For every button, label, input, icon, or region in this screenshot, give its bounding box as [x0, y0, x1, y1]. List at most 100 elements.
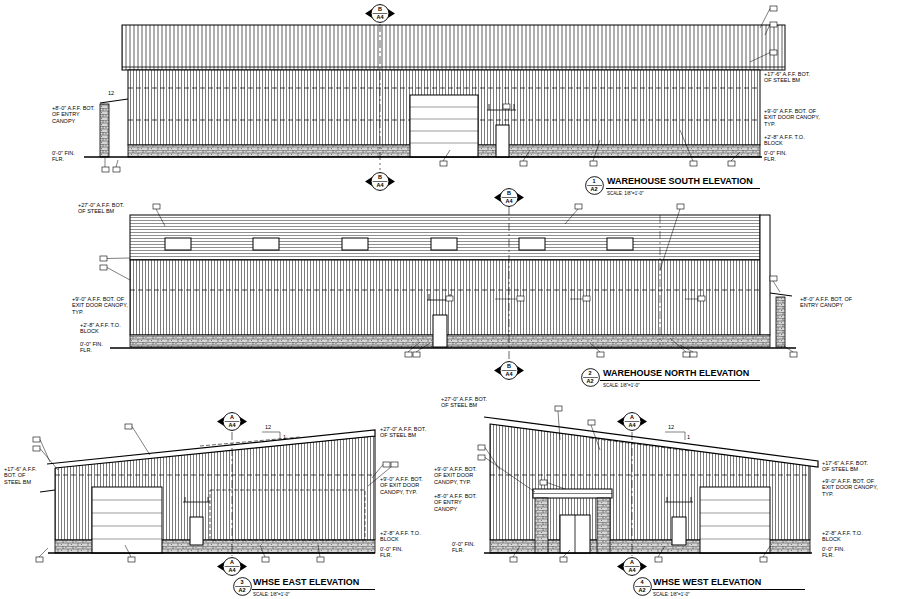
dimension-note: 0'-0" FIN. FLR.: [380, 546, 410, 559]
sheet-ref: A4: [505, 371, 512, 377]
marker-circle: [223, 557, 241, 575]
sheet-ref: A4: [505, 198, 512, 204]
section-marker: B A4: [365, 4, 395, 23]
marker-divider: [235, 586, 250, 587]
marker-id: B: [507, 190, 511, 196]
marker-circle: [500, 361, 518, 379]
marker-arrow: [494, 188, 524, 207]
marker-divider: [625, 566, 640, 567]
sheet-ref: A4: [376, 14, 383, 20]
dimension-note: +27'-0" A.F.F. BOT. OF STEEL BM: [380, 426, 426, 439]
marker-circle: [623, 412, 641, 430]
dimension-note: +9'-0" A.F.F. BOT. OF EXIT DOOR CANOPY, …: [822, 478, 878, 497]
marker-divider: [225, 566, 240, 567]
marker-circle: [233, 577, 251, 595]
detail-bubble: 1A2: [585, 176, 604, 195]
drawing-title: WAREHOUSE NORTH ELEVATION: [603, 369, 749, 379]
slope-mark: 1: [283, 434, 286, 440]
marker-id: 1: [592, 178, 595, 184]
dimension-note: +9'-0" A.F.F. BOT. OF EXIT DOOR CANOPY, …: [764, 108, 824, 127]
marker-id: B: [507, 363, 511, 369]
marker-arrow: [217, 412, 247, 431]
marker-text-stack: A A4: [628, 414, 635, 428]
sheet-ref: A2: [590, 186, 597, 192]
marker-divider: [502, 370, 517, 371]
west-elevation: [478, 406, 818, 590]
scale-note: SCALE: 1/8"=1'-0": [653, 592, 690, 597]
dimension-note: +17'-6" A.F.F. BOT. OF STEEL BM: [822, 460, 868, 473]
dimension-note: +9'-0" A.F.F. BOT. OF EXIT DOOR CANOPY, …: [434, 466, 486, 485]
marker-text-stack: B A4: [505, 190, 512, 204]
sheet-ref: A2: [586, 378, 593, 384]
detail-bubble: 2A2: [581, 368, 600, 387]
marker-circle: [581, 368, 599, 386]
section-marker: B A4: [365, 172, 395, 191]
dimension-note: +2'-8" A.F.F. T.O. BLOCK: [380, 530, 424, 543]
dimension-note: +27'-0" A.F.F. BOT. OF STEEL BM: [78, 202, 126, 215]
marker-id: A: [230, 559, 234, 565]
section-marker: A A4: [617, 412, 647, 431]
sheet-ref: A4: [628, 567, 635, 573]
marker-id: 4: [640, 579, 643, 585]
sheet-ref: A4: [376, 182, 383, 188]
marker-text-stack: A A4: [228, 559, 235, 573]
marker-text-stack: 2A2: [586, 370, 593, 384]
marker-id: B: [378, 6, 382, 12]
sheet-ref: A4: [228, 422, 235, 428]
marker-text-stack: 1A2: [590, 178, 597, 192]
marker-circle: [633, 577, 651, 595]
detail-bubble: 3A2: [233, 577, 252, 596]
marker-arrow: [617, 557, 647, 576]
east-elevation: [33, 424, 398, 590]
slope-mark: 1: [687, 434, 690, 440]
dimension-note: 0'-0" FIN. FLR.: [764, 150, 794, 163]
scale-note: SCALE: 1/8"=1'-0": [607, 191, 644, 196]
dimension-note: +17'-6" A.F.F. BOT. OF STEEL BM: [4, 466, 44, 485]
dimension-note: +2'-8" A.F.F. T.O. BLOCK: [80, 322, 124, 335]
sheet-ref: A4: [228, 567, 235, 573]
marker-circle: [585, 176, 603, 194]
section-marker: B A4: [494, 361, 524, 380]
dimension-note: +2'-8" A.F.F. T.O. BLOCK: [764, 134, 809, 147]
dimension-note: +8'-0" A.F.F. BOT. OF ENTRY CANOPY: [52, 105, 98, 124]
marker-arrow: [494, 361, 524, 380]
marker-id: A: [230, 414, 234, 420]
section-marker: A A4: [217, 557, 247, 576]
marker-id: A: [630, 414, 634, 420]
slope-mark: 12: [668, 424, 674, 430]
marker-arrow: [617, 412, 647, 431]
dimension-note: +8'-0" A.F.F. BOT. OF ENTRY CANOPY: [800, 296, 855, 309]
marker-circle: [500, 188, 518, 206]
marker-text-stack: B A4: [376, 6, 383, 20]
section-marker: B A4: [494, 188, 524, 207]
dimension-note: +17'-6" A.F.F. BOT. OF STEEL BM: [764, 71, 812, 84]
slope-mark: 12: [265, 424, 271, 430]
slope-mark: 12: [108, 90, 114, 96]
dimension-note: 0'-0" FIN. FLR.: [52, 150, 80, 163]
dimension-note: +9'-0" A.F.F. BOT. OF EXIT DOOR CANOPY, …: [380, 476, 432, 495]
marker-id: 2: [588, 370, 591, 376]
sheet-ref: A4: [628, 422, 635, 428]
dimension-note: +8'-0" A.F.F. BOT. OF ENTRY CANOPY: [434, 493, 486, 512]
section-marker: A A4: [217, 412, 247, 431]
sheet-ref: A2: [638, 587, 645, 593]
marker-divider: [583, 377, 598, 378]
marker-divider: [625, 421, 640, 422]
marker-text-stack: A A4: [228, 414, 235, 428]
marker-text-stack: 3A2: [238, 579, 245, 593]
marker-id: A: [630, 559, 634, 565]
dimension-note: 0'-0" FIN. FLR.: [80, 341, 108, 354]
north-elevation: [100, 204, 797, 381]
marker-circle: [371, 172, 389, 190]
marker-id: B: [378, 174, 382, 180]
scale-note: SCALE: 1/8"=1'-0": [253, 592, 290, 597]
detail-bubble: 4A2: [633, 577, 652, 596]
dimension-note: 0'-0" FIN. FLR.: [822, 546, 852, 559]
scale-note: SCALE: 1/8"=1'-0": [603, 383, 640, 388]
marker-divider: [225, 421, 240, 422]
marker-divider: [373, 13, 388, 14]
dimension-note: +2'-8" A.F.F. T.O. BLOCK: [822, 530, 866, 543]
marker-divider: [635, 586, 650, 587]
dimension-note: +9'-0" A.F.F. BOT. OF EXIT DOOR CANOPY, …: [72, 296, 128, 315]
south-elevation: [84, 6, 785, 189]
